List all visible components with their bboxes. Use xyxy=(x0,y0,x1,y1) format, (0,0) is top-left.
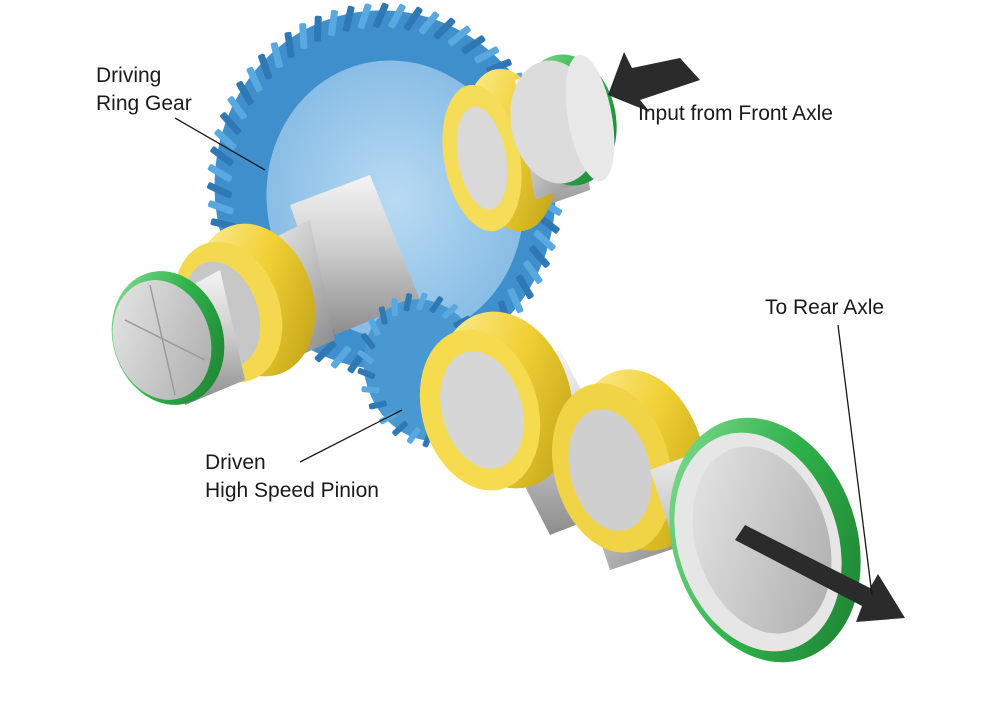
gear-tooth xyxy=(342,5,355,32)
gear-tooth xyxy=(523,260,543,284)
gear-tooth xyxy=(357,367,376,380)
gear-tooth xyxy=(453,315,471,329)
pinion-label-line2: High Speed Pinion xyxy=(205,479,379,502)
gear-tooth xyxy=(433,17,456,40)
gear-tooth xyxy=(418,11,440,35)
output-shaft xyxy=(419,311,861,663)
ring-gear-label-line2: Ring Gear xyxy=(96,92,192,115)
pinion-bearing xyxy=(419,311,574,491)
gear-tooth xyxy=(246,66,263,93)
gear-tooth xyxy=(207,200,234,215)
gear-tooth xyxy=(368,400,387,410)
ring-gear-label: Driving Ring Gear xyxy=(96,62,192,118)
gear-tooth xyxy=(314,340,337,363)
rear-axle-leader xyxy=(837,324,873,596)
gear-tooth xyxy=(220,112,242,135)
gear-tooth xyxy=(357,349,374,365)
pinion-label: Driven High Speed Pinion xyxy=(205,449,379,505)
gear-tooth xyxy=(378,306,388,325)
input-label: Input from Front Axle xyxy=(638,102,833,125)
gear-tooth xyxy=(206,182,233,199)
input-seal xyxy=(510,54,617,186)
gear-tooth xyxy=(284,31,295,59)
gear-tooth xyxy=(361,386,380,394)
gear-tooth xyxy=(210,146,234,166)
output-arrow xyxy=(735,525,905,622)
gear-tooth xyxy=(361,333,376,350)
ring-gear-label-line1: Driving xyxy=(96,64,162,87)
gear-tooth xyxy=(516,274,534,300)
gear-tooth xyxy=(299,23,308,50)
pinion-leader xyxy=(299,409,403,463)
ring-gear-shaft xyxy=(111,175,420,405)
gear-tooth xyxy=(429,296,444,313)
gear-tooth xyxy=(391,298,398,317)
gear-tooth xyxy=(447,25,471,47)
gear-tooth xyxy=(461,35,486,55)
gear-tooth xyxy=(474,46,500,64)
ring-gear-leader xyxy=(174,117,266,171)
gear-tooth xyxy=(328,9,338,37)
gear-tooth xyxy=(528,245,550,268)
pinion-label-line1: Driven xyxy=(205,451,266,474)
gear-tooth xyxy=(236,80,254,106)
gear-tooth xyxy=(403,6,423,31)
gear-tooth xyxy=(416,292,428,311)
gear-tooth xyxy=(406,427,421,444)
gear-tooth xyxy=(442,304,458,319)
gear-tooth xyxy=(403,293,413,312)
gear-tooth xyxy=(533,229,556,251)
gear-tooth xyxy=(368,318,381,336)
gear-tooth xyxy=(313,15,322,42)
gear-tooth xyxy=(388,3,406,29)
gear-tooth xyxy=(330,345,352,369)
left-end-cap xyxy=(111,271,225,405)
input-shaft xyxy=(442,54,617,232)
gear-tooth xyxy=(214,129,237,151)
gear-tooth xyxy=(270,42,283,69)
input-arrow xyxy=(608,52,700,112)
gear-tooth xyxy=(227,96,247,120)
gear-tooth xyxy=(357,3,372,30)
gear-tooth xyxy=(507,287,524,314)
gear-tooth xyxy=(373,2,389,29)
gear-tooth xyxy=(392,421,408,436)
gear-tooth xyxy=(258,53,273,80)
rear-axle-label: To Rear Axle xyxy=(765,296,885,319)
gear-tooth xyxy=(207,164,233,183)
